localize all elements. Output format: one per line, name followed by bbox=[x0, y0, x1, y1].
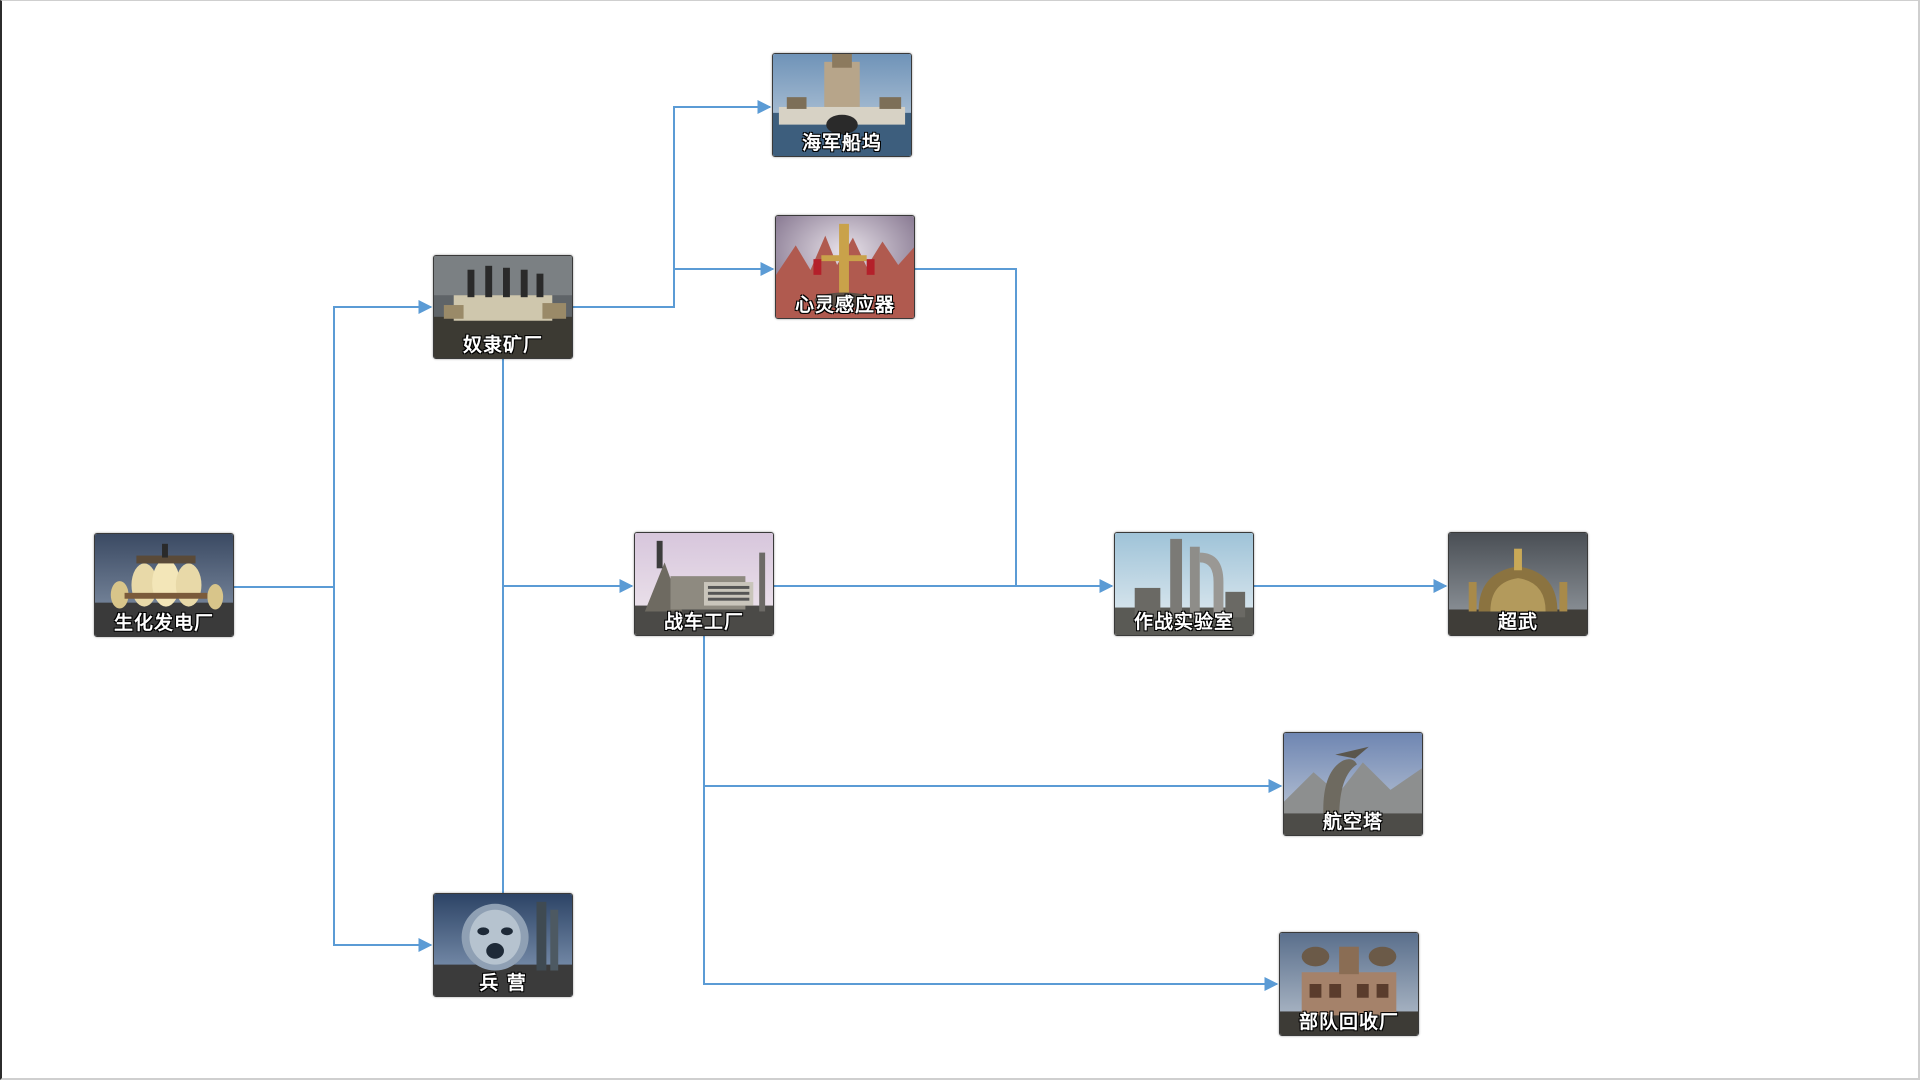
node-naval-shipyard[interactable]: 海军船坞 bbox=[772, 53, 912, 157]
superweapon-icon bbox=[1449, 533, 1587, 635]
edge-factory-to-recycle bbox=[703, 786, 1279, 991]
psychic-radar-icon bbox=[776, 216, 914, 318]
node-label: 航空塔 bbox=[1322, 811, 1383, 833]
edge-psychic-to-lab bbox=[915, 268, 1017, 586]
node-air-tower[interactable]: 航空塔 bbox=[1283, 732, 1423, 836]
node-label: 战车工厂 bbox=[663, 611, 744, 633]
war-factory-icon bbox=[635, 533, 773, 635]
edge-power-to-mine bbox=[234, 300, 433, 588]
edge-power-to-barracks bbox=[333, 587, 433, 952]
node-label: 兵 营 bbox=[479, 972, 527, 994]
air-tower-icon bbox=[1284, 733, 1422, 835]
node-label: 海军船坞 bbox=[801, 132, 882, 154]
node-barracks[interactable]: 兵 营 bbox=[433, 893, 573, 997]
edge-mine-to-dock bbox=[573, 100, 772, 308]
bio-power-plant-icon bbox=[95, 534, 233, 636]
node-psychic-radar[interactable]: 心灵感应器 bbox=[775, 215, 915, 319]
node-battle-lab[interactable]: 作战实验室 bbox=[1114, 532, 1254, 636]
node-label: 奴隶矿厂 bbox=[462, 334, 543, 356]
node-label: 心灵感应器 bbox=[794, 294, 895, 316]
battle-lab-icon bbox=[1115, 533, 1253, 635]
node-war-factory[interactable]: 战车工厂 bbox=[634, 532, 774, 636]
node-slave-miner[interactable]: 奴隶矿厂 bbox=[433, 255, 573, 359]
node-label: 部队回收厂 bbox=[1298, 1011, 1399, 1033]
slave-miner-icon bbox=[434, 256, 572, 358]
grinder-icon bbox=[1280, 933, 1418, 1035]
edge-factory-to-air bbox=[703, 636, 1283, 793]
node-superweapon[interactable]: 超武 bbox=[1448, 532, 1588, 636]
node-grinder[interactable]: 部队回收厂 bbox=[1279, 932, 1419, 1036]
node-label: 超武 bbox=[1497, 611, 1538, 633]
barracks-icon bbox=[434, 894, 572, 996]
naval-shipyard-icon bbox=[773, 54, 911, 156]
node-bio-power-plant[interactable]: 生化发电厂 bbox=[94, 533, 234, 637]
node-label: 作战实验室 bbox=[1133, 611, 1234, 633]
node-label: 生化发电厂 bbox=[113, 612, 214, 634]
